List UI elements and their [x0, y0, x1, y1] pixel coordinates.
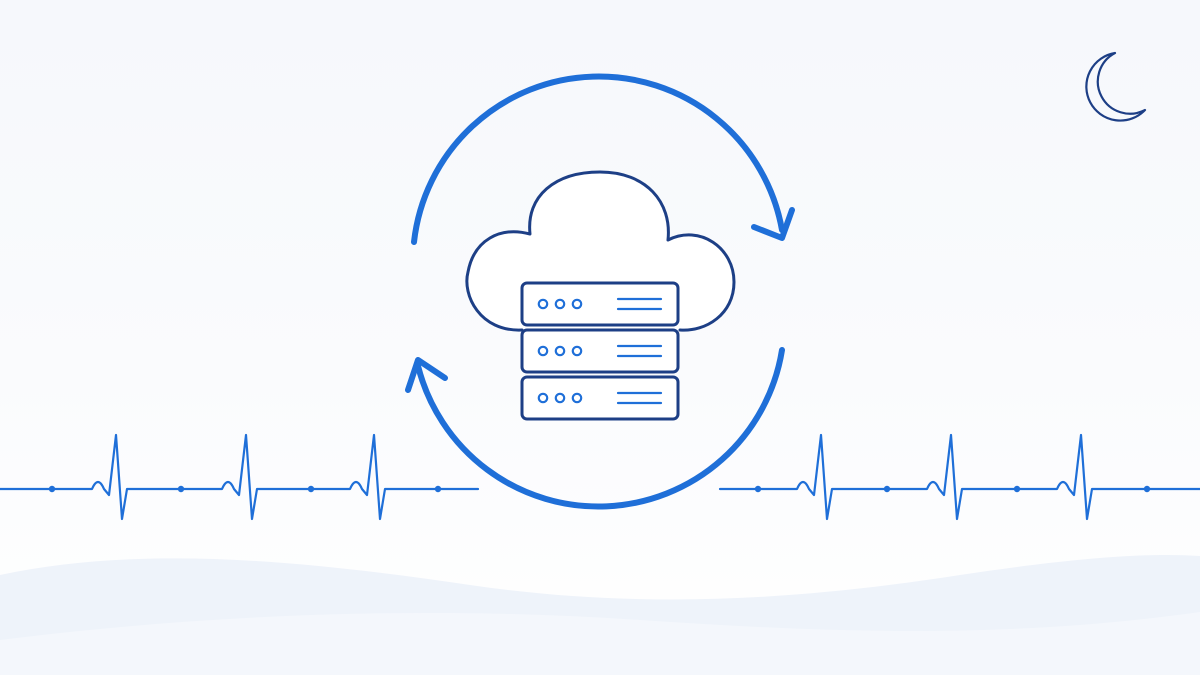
sync-arc-bottom [415, 347, 785, 510]
server-unit-3 [520, 375, 680, 421]
heartbeat-path [0, 433, 480, 521]
heartbeat-dot [1013, 485, 1021, 493]
server-unit-2 [520, 328, 680, 374]
sync-arc-top [411, 73, 785, 245]
heartbeat-dot [307, 485, 315, 493]
heartbeat-dot [1143, 485, 1151, 493]
heartbeat-dot [48, 485, 56, 493]
heartbeat-dot [754, 485, 762, 493]
sync-arrowhead-bottom [405, 357, 448, 393]
heartbeat-dot [883, 485, 891, 493]
heartbeat-path [718, 433, 1200, 521]
heartbeat-dot [434, 485, 442, 493]
moon-icon [1085, 51, 1147, 122]
bottom-waves [0, 554, 1200, 675]
server-stack-icon [520, 281, 680, 421]
heartbeat-dot [177, 485, 185, 493]
server-unit-1 [520, 281, 680, 327]
wave-front [0, 612, 1200, 675]
heartbeat-line-left [0, 433, 480, 521]
sync-arrows-icon [405, 73, 795, 510]
sync-arrowhead-top [751, 207, 795, 241]
heartbeat-line-right [718, 433, 1200, 521]
